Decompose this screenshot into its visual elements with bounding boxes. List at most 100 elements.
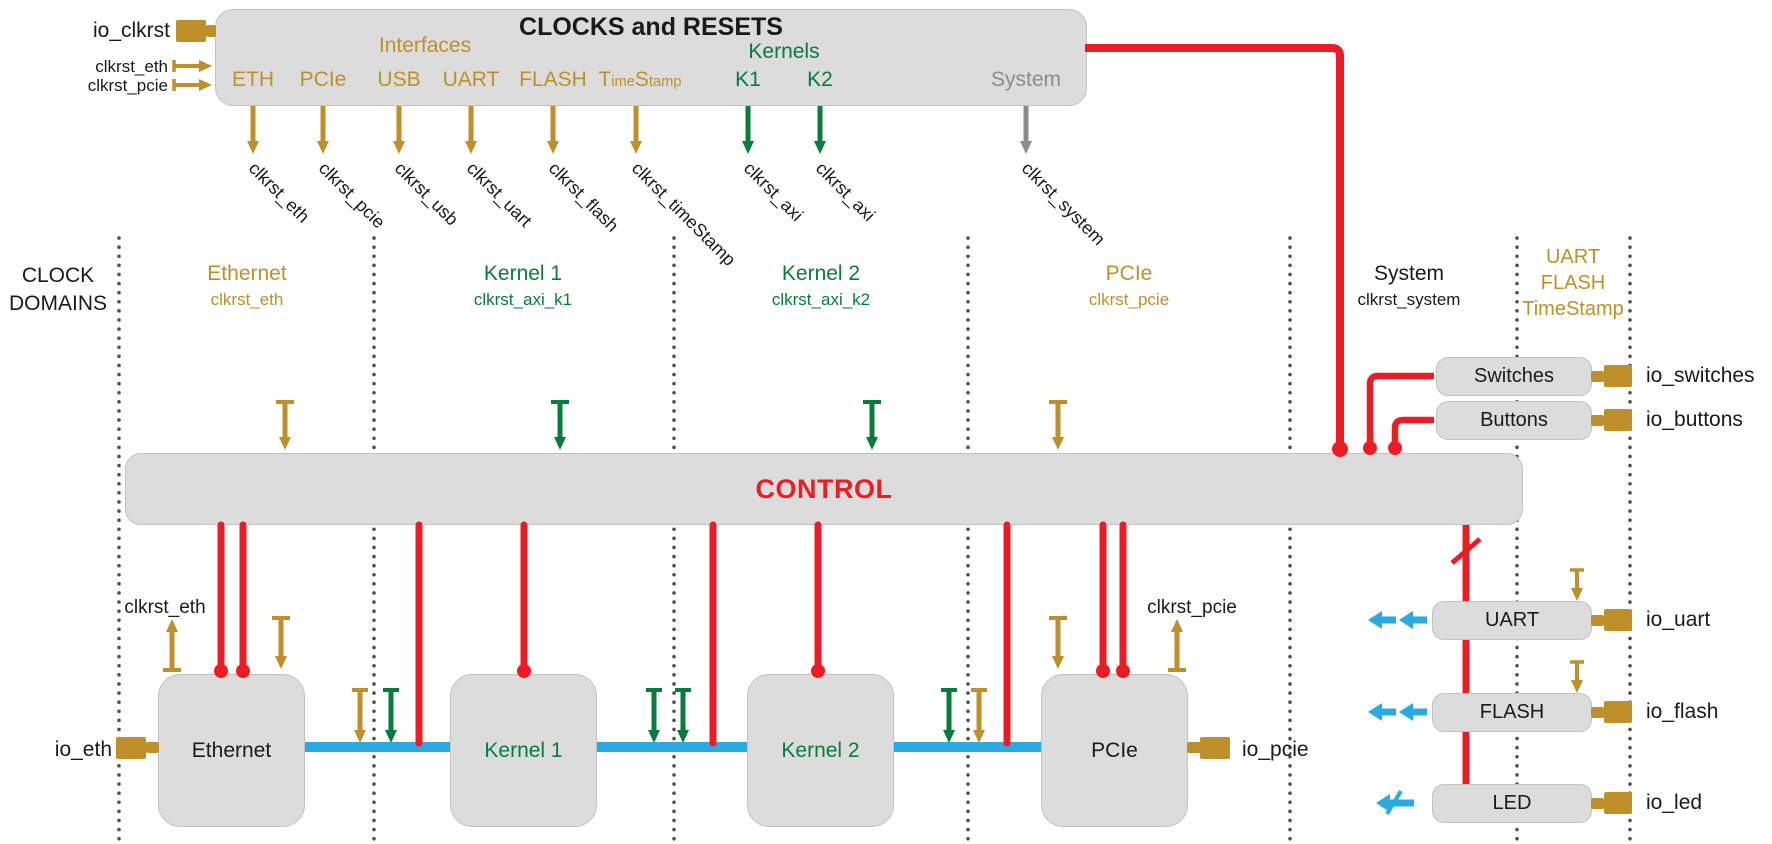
port-label-usb: USB [377, 68, 421, 91]
kernel2-clock-into-control-arrow [863, 400, 881, 450]
ethernet-block: Ethernet [158, 674, 305, 827]
domain-title-system: System [1373, 262, 1445, 285]
io-buttons-label: io_buttons [1646, 408, 1743, 431]
clkrst-pcie-block-label: clkrst_pcie [1147, 597, 1237, 618]
clock-output-label: clkrst_axi [811, 158, 880, 226]
io-buttons-pad-stem [1591, 415, 1604, 426]
timestamp-part: ime [611, 74, 635, 90]
eth-clock-into-control-arrow [276, 400, 294, 450]
switches-box: Switches [1436, 357, 1592, 396]
clkrst-eth-input-arrow [172, 60, 212, 72]
pcie-clock-into-control-arrow [1049, 400, 1067, 450]
control-bar: CONTROL [125, 453, 1523, 525]
interfaces-group-label: Interfaces [378, 34, 472, 57]
uart-box: UART [1432, 601, 1592, 640]
domain-clock-pcie: clkrst_pcie [1088, 290, 1170, 309]
block-connection-dots [214, 664, 1130, 678]
clocks-to-control-trunk [1085, 44, 1344, 446]
io-uart-pad-stem [1591, 615, 1604, 626]
clock-output-label: clkrst_axi [739, 158, 808, 226]
io-clkrst-pad-stem [206, 25, 216, 37]
io-buttons-pad [1604, 409, 1632, 431]
control-label: CONTROL [755, 473, 893, 504]
io-uart-label: io_uart [1646, 608, 1711, 631]
right-domain-timestamp: TimeStamp [1522, 298, 1624, 320]
domain-title-pcie: PCIe [1105, 262, 1153, 285]
green-bus-arrow-2 [646, 688, 662, 743]
io-eth-pad-stem [146, 742, 159, 753]
io-eth-pad [116, 737, 146, 759]
clkrst-pcie-input-label: clkrst_pcie [87, 76, 168, 95]
io-pcie-pad [1200, 737, 1230, 759]
kernel2-block-label: Kernel 2 [781, 738, 860, 762]
uart-label: UART [1484, 609, 1540, 631]
timestamp-part: tamp [648, 74, 682, 90]
kernel1-clock-into-control-arrow [551, 400, 569, 450]
io-led-pad [1604, 792, 1632, 814]
clock-output-label: clkrst_eth [244, 158, 314, 227]
led-label: LED [1492, 792, 1532, 814]
clock-output-label: clkrst_usb [390, 158, 463, 230]
domain-clock-ethernet: clkrst_eth [210, 290, 284, 309]
io-uart-pad [1604, 609, 1632, 631]
port-label-k1: K1 [735, 68, 761, 91]
green-bus-arrow-3 [675, 688, 691, 743]
io-clkrst-label: io_clkrst [92, 19, 170, 42]
bus-width-slash [1450, 537, 1482, 565]
gold-bus-arrow-1 [352, 688, 368, 743]
port-label-k2: K2 [807, 68, 833, 91]
port-label-flash: FLASH [519, 68, 587, 91]
io-switches-pad-stem [1591, 371, 1604, 382]
clock-output-label: clkrst_pcie [314, 158, 390, 233]
clock-domains-section-title: CLOCK DOMAINS [8, 264, 107, 316]
port-label-uart: UART [442, 68, 500, 91]
buttons-label: Buttons [1480, 409, 1548, 431]
io-flash-label: io_flash [1646, 700, 1719, 723]
clocks-resets-title: CLOCKS and RESETS [519, 13, 783, 41]
domain-clock-kernel1: clkrst_axi_k1 [473, 290, 573, 309]
control-to-switches-line [1366, 372, 1434, 448]
clock-arrows-into-control [276, 400, 1067, 450]
io-flash-pad-stem [1591, 707, 1604, 718]
ethernet-block-label: Ethernet [191, 738, 272, 762]
io-clkrst-pad [176, 20, 206, 42]
kernel2-block: Kernel 2 [747, 674, 894, 827]
flash-box: FLASH [1432, 693, 1592, 732]
port-label-pcie: PCIe [299, 68, 347, 91]
buttons-box: Buttons [1436, 401, 1592, 440]
io-switches-pad [1604, 365, 1632, 387]
domain-title-ethernet: Ethernet [207, 262, 287, 285]
clkrst-pcie-up-arrow [1168, 619, 1186, 672]
led-signal-arrow [1376, 789, 1414, 816]
pcie-block-label: PCIe [1091, 738, 1138, 762]
pcie-clock-down-arrow [1049, 616, 1067, 669]
eth-clock-down-arrow [272, 616, 290, 669]
io-led-pad-stem [1591, 798, 1604, 809]
uart-interrupt-arrows [1368, 611, 1427, 629]
interface-clock-output-arrows [247, 106, 642, 154]
port-label-eth: ETH [232, 68, 274, 91]
control-to-buttons-line [1391, 416, 1434, 448]
pcie-block: PCIe [1041, 674, 1188, 827]
red-control-network [214, 44, 1482, 747]
domain-clock-kernel2: clkrst_axi_k2 [771, 290, 871, 309]
clkrst-eth-up-arrow [163, 619, 181, 672]
clock-output-label: clkrst_system [1017, 158, 1110, 250]
control-to-block-lines [217, 521, 1127, 747]
domain-title-kernel2: Kernel 2 [781, 262, 861, 285]
kernel-clock-output-arrows [742, 106, 826, 154]
right-domain-uart: UART [1545, 246, 1601, 268]
led-box: LED [1432, 784, 1592, 823]
io-flash-pad [1604, 701, 1632, 723]
clock-arrows-near-blocks [163, 616, 1186, 672]
io-eth-label: io_eth [54, 738, 112, 761]
flash-label: FLASH [1479, 701, 1545, 723]
timestamp-part: T [598, 68, 612, 91]
clkrst-pcie-input-arrow [172, 79, 212, 91]
domain-clock-system: clkrst_system [1357, 290, 1461, 309]
kernel1-block: Kernel 1 [450, 674, 597, 827]
io-pcie-pad-stem [1187, 742, 1201, 753]
port-label-system: System [990, 68, 1062, 91]
flash-clock-mini-arrow [1570, 660, 1584, 693]
port-label-timestamp: TimeStamp [598, 68, 681, 92]
